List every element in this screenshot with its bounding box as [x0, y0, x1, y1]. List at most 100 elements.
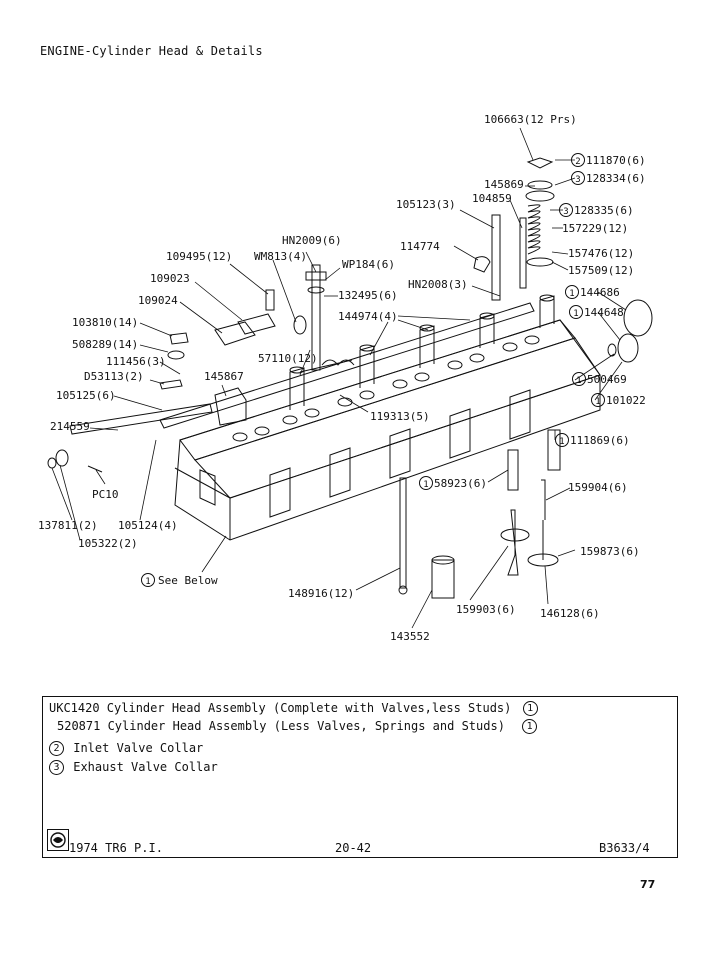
mark-one: 1 [576, 376, 581, 386]
pin-PC10 [87, 465, 103, 473]
callout: 114774 [400, 240, 440, 253]
callout: 144974(4) [338, 310, 398, 323]
callout: HN2009(6) [282, 234, 342, 247]
callout: 137811(2) [38, 519, 98, 532]
mark-one: 1 [559, 437, 564, 447]
valve-seats [232, 335, 540, 442]
washer-500469 [607, 343, 617, 357]
callout: 128335(6) [574, 204, 634, 217]
callout: 58923(6) [434, 477, 487, 490]
callout: 214559 [50, 420, 90, 433]
callout: WM813(4) [254, 250, 307, 263]
callout: 508289(14) [72, 338, 138, 351]
callout: 500469 [587, 373, 627, 386]
mark-one: 1 [522, 701, 538, 716]
nut-103810 [169, 332, 189, 345]
legend-row-3: 2 Inlet Valve Collar [49, 741, 203, 756]
stud-105123 [491, 214, 501, 301]
ref-circles [141, 153, 605, 587]
plug-114774 [473, 256, 491, 273]
footer-model: 1974 TR6 P.I. [69, 841, 163, 855]
callout: 111456(3) [106, 355, 166, 368]
mark-one: 1 [423, 480, 428, 490]
mark-two: 2 [49, 741, 64, 756]
callout: 106663(12 Prs) [484, 113, 577, 126]
callout: 159903(6) [456, 603, 516, 616]
callout: 157509(12) [568, 264, 634, 277]
legend-row-2: 520871 Cylinder Head Assembly (Less Valv… [57, 719, 539, 734]
ref-circle-digits: 2 3 3 1 1 1 1 1 1 1 [145, 157, 600, 587]
mark-one: 1 [522, 719, 538, 734]
footer-plate: B3633/4 [599, 841, 650, 855]
callout: 159904(6) [568, 481, 628, 494]
mark-one: 1 [573, 309, 578, 319]
callout: 57110(12) [258, 352, 318, 365]
legend-box: UKC1420 Cylinder Head Assembly (Complete… [42, 696, 678, 858]
callout: 105123(3) [396, 198, 456, 211]
pin-109495 [265, 289, 275, 311]
legend-text: UKC1420 Cylinder Head Assembly (Complete… [49, 701, 512, 715]
valve-159903 [507, 509, 519, 576]
cap-144686 [623, 299, 653, 337]
callout: 159873(6) [580, 545, 640, 558]
callout: 157476(12) [568, 247, 634, 260]
callout: 105124(4) [118, 519, 178, 532]
legend-row-4: 3 Exhaust Valve Collar [49, 760, 218, 775]
callout: 157229(12) [562, 222, 628, 235]
mark-two: 2 [575, 157, 580, 167]
callout: 109495(12) [166, 250, 232, 263]
mark-one: 1 [595, 397, 600, 407]
guide-104859 [519, 217, 527, 289]
cylinder-head-body [174, 294, 601, 541]
callout: 128334(6) [586, 172, 646, 185]
washer-WP184 [307, 286, 325, 294]
pushrod-148916 [399, 477, 407, 589]
callout-labels: 106663(12 Prs) 111870(6) 128334(6) 14586… [38, 113, 646, 643]
legend-text: 520871 Cylinder Head Assembly (Less Valv… [57, 719, 505, 733]
legend-text: Inlet Valve Collar [73, 741, 204, 755]
callout: See Below [158, 574, 218, 587]
callout: 144686 [580, 286, 620, 299]
tappet-143552 [431, 559, 455, 599]
bracket-109023 [237, 313, 276, 335]
callout: 103810(14) [72, 316, 138, 329]
callout: 109024 [138, 294, 178, 307]
callout: 109023 [150, 272, 190, 285]
callout: 144648 [584, 306, 624, 319]
callout: 119313(5) [370, 410, 430, 423]
callout: 101022 [606, 394, 646, 407]
stud-132495 [311, 264, 321, 371]
publisher-logo-icon [47, 829, 69, 851]
mark-three: 3 [49, 760, 64, 775]
callout: 104859 [472, 192, 512, 205]
callout: 145869 [484, 178, 524, 191]
head-side-ports [199, 389, 531, 518]
washer-508289 [167, 350, 185, 360]
washer-105322 [55, 449, 69, 467]
dowel-D53113 [159, 379, 183, 390]
cap-144648 [617, 333, 639, 363]
guide-111869 [547, 429, 561, 471]
page-number: 77 [640, 878, 656, 891]
plug-137811 [47, 457, 57, 469]
callout: 132495(6) [338, 289, 398, 302]
callout: 111870(6) [586, 154, 646, 167]
rocker-shaft-105124 [159, 302, 535, 429]
callout: 105322(2) [78, 537, 138, 550]
valve-spring-stack [525, 157, 555, 267]
callout: HN2008(3) [408, 278, 468, 291]
guide-58923 [507, 449, 519, 491]
shaft-214559 [69, 403, 213, 435]
callout: WP184(6) [342, 258, 395, 271]
mark-three: 3 [575, 175, 580, 185]
legend-text: Exhaust Valve Collar [73, 760, 218, 774]
legend-row-1: UKC1420 Cylinder Head Assembly (Complete… [49, 701, 540, 716]
callout: 143552 [390, 630, 430, 643]
callout: 145867 [204, 370, 244, 383]
rocker-pedestals [289, 294, 555, 410]
nut-HN2009 [305, 271, 327, 281]
page-title: ENGINE-Cylinder Head & Details [40, 44, 263, 58]
callout: D53113(2) [84, 370, 144, 383]
callout: 146128(6) [540, 607, 600, 620]
